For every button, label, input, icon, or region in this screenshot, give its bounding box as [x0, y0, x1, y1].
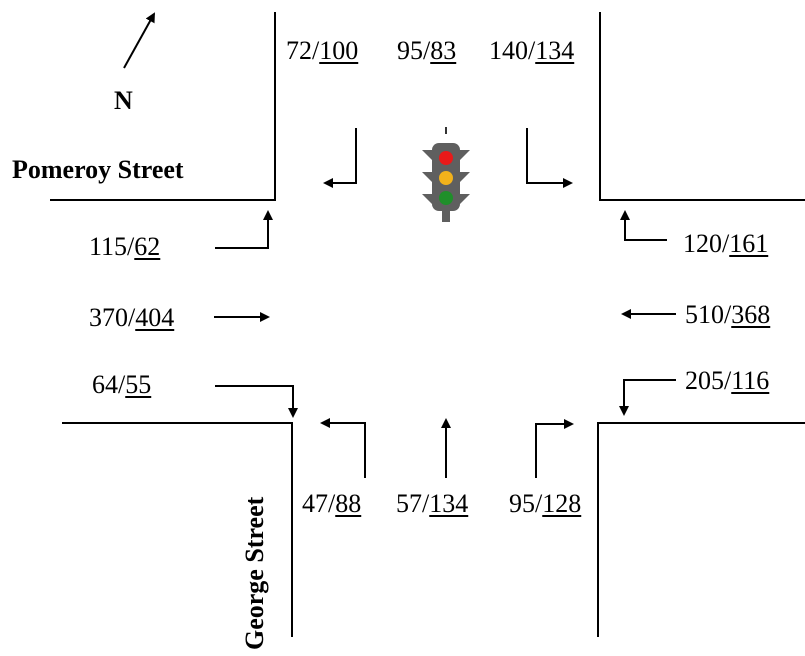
volume-label-nb-thru: 57/134: [396, 489, 469, 518]
street-name-pomeroy: Pomeroy Street: [12, 155, 184, 184]
curb-southwest: [62, 422, 293, 637]
volume-label-nb-left: 47/88: [302, 489, 362, 518]
north-label: N: [114, 86, 133, 115]
volume-label-eb-right: 64/55: [92, 370, 152, 399]
volume-label-wb-right: 120/161: [683, 229, 769, 258]
volume-label-nb-right: 95/128: [509, 489, 582, 518]
westbound-arrows: [619, 210, 676, 416]
nb-left-turn-arrow: [320, 418, 366, 478]
volume-label-sb-thru: 95/83: [397, 36, 457, 65]
eb-right-turn-arrow: [215, 385, 298, 418]
curb-southeast: [597, 422, 805, 637]
volume-label-wb-thru: 510/368: [685, 300, 771, 329]
curb-northwest: [50, 12, 276, 201]
northbound-arrows: [320, 418, 574, 478]
wb-left-turn-arrow: [619, 379, 676, 416]
sb-left-turn-arrow: [526, 128, 573, 188]
eb-left-turn-arrow: [215, 210, 273, 249]
curb-lines: [50, 12, 805, 637]
signal-yellow-lamp: [439, 171, 453, 185]
southbound-arrows: [323, 128, 573, 188]
curb-northeast: [599, 12, 805, 201]
volume-label-sb-right: 72/100: [286, 36, 359, 65]
volume-label-sb-left: 140/134: [489, 36, 575, 65]
volume-label-eb-left: 115/62: [89, 232, 161, 261]
traffic-signal-icon: [422, 127, 470, 222]
nb-right-turn-arrow: [535, 419, 574, 478]
volume-label-eb-thru: 370/404: [89, 303, 175, 332]
street-name-george: George Street: [240, 496, 269, 650]
volume-label-wb-left: 205/116: [685, 366, 770, 395]
sb-right-turn-arrow: [323, 128, 357, 188]
signal-red-lamp: [439, 151, 453, 165]
wb-right-turn-arrow: [620, 210, 667, 241]
north-arrow-icon: [123, 12, 155, 69]
signal-green-lamp: [439, 191, 453, 205]
eastbound-arrows: [214, 210, 298, 418]
